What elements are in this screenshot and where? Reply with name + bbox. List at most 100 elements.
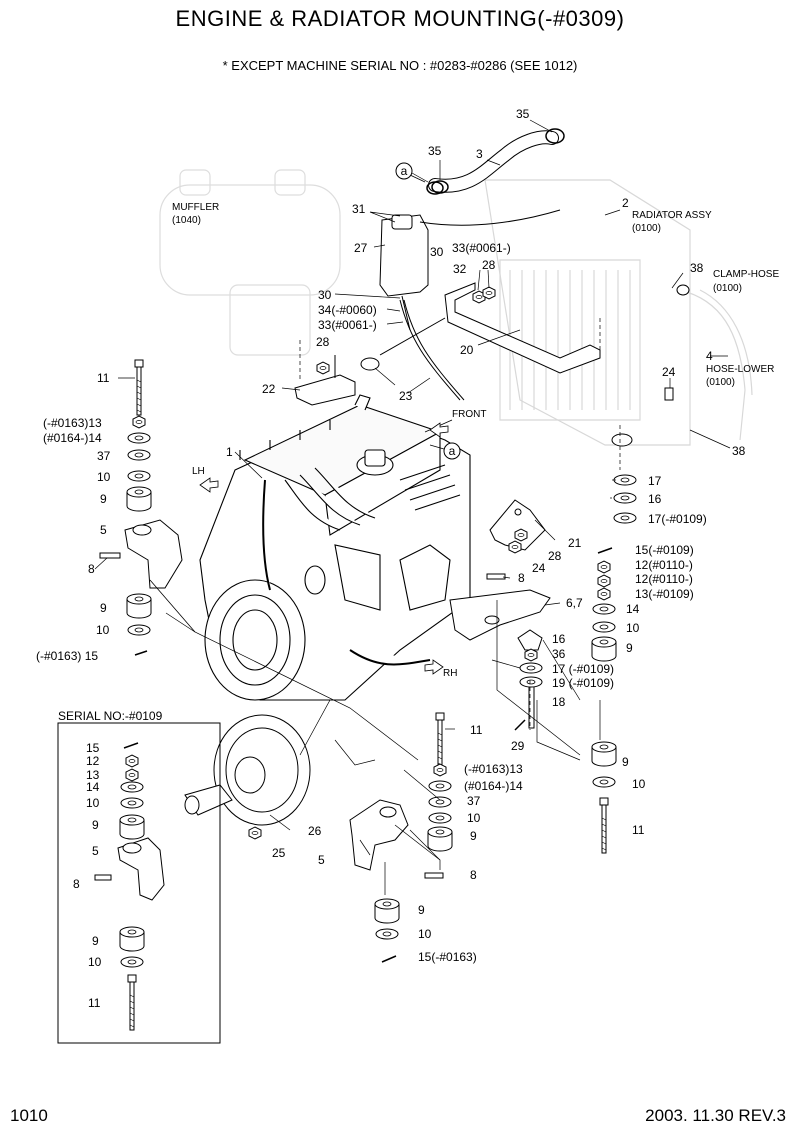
label-clamp: CLAMP-HOSE (713, 269, 779, 280)
callout-38b: 38 (732, 444, 746, 458)
inset-label-9b: 9 (92, 934, 99, 948)
callout-20: 20 (460, 343, 474, 357)
callout-19: 19 (-#0109) (552, 676, 614, 690)
label-muffler: MUFFLER (172, 202, 219, 213)
callout-26: 26 (308, 824, 322, 838)
callout-5b: 5 (318, 853, 325, 867)
callout-11c: 11 (632, 823, 645, 837)
callout-35a: 35 (516, 107, 530, 121)
label-front: FRONT (452, 409, 486, 420)
engine-bracket-67 (449, 589, 551, 641)
callout-33a: 33(#0061-) (452, 241, 511, 255)
callout-9d: 9 (622, 755, 629, 769)
callout-11a: 11 (97, 371, 110, 385)
upper-hose (426, 128, 565, 195)
callout-37a: 37 (97, 449, 111, 463)
direction-arrows (199, 422, 449, 675)
callout-12b: 12(#0110-) (635, 572, 693, 586)
radiator-outline (484, 179, 753, 446)
callout-67: 6,7 (566, 596, 583, 610)
bracket-20 (444, 282, 601, 374)
callout-14a: (#0164-)14 (43, 431, 102, 445)
svg-text:a: a (449, 444, 456, 458)
callout-17a: 17 (648, 474, 662, 488)
inset-label-12: 12 (86, 754, 100, 768)
label-rh: RH (443, 668, 457, 679)
page-number: 1010 (10, 1106, 48, 1125)
callout-10c: 10 (626, 621, 640, 635)
label-radiator: RADIATOR ASSY (632, 210, 712, 221)
callout-12a: 12(#0110-) (635, 558, 693, 572)
reference-marker-a: a a (395, 162, 461, 460)
callout-23: 23 (399, 389, 413, 403)
callout-28c: 28 (548, 549, 562, 563)
callout-4: 4 (706, 349, 713, 363)
callout-24b: 24 (532, 561, 546, 575)
callout-11b: 11 (470, 723, 483, 737)
page-title: ENGINE & RADIATOR MOUNTING(-#0309) (175, 6, 625, 31)
label-hose-ref: (0100) (706, 377, 735, 388)
label-lh: LH (192, 466, 205, 477)
callout-5a: 5 (100, 523, 107, 537)
callout-8c: 8 (470, 868, 477, 882)
leader-lines (94, 119, 731, 895)
callout-13a: (-#0163)13 (43, 416, 102, 430)
callout-28a: 28 (482, 258, 496, 272)
inset-label-5: 5 (92, 844, 99, 858)
callout-10e: 10 (467, 811, 481, 825)
inset-labels: SERIAL NO:-#0109 15 12 13 14 10 9 5 8 9 … (58, 709, 163, 1010)
callout-10b: 10 (96, 623, 110, 637)
lower-right-stack (591, 741, 617, 854)
bracket-22 (294, 355, 356, 406)
callout-1: 1 (226, 445, 233, 459)
callout-28b: 28 (316, 335, 330, 349)
label-muffler-ref: (1040) (172, 215, 201, 226)
callout-21: 21 (568, 536, 582, 550)
callout-32: 32 (453, 262, 467, 276)
callout-25: 25 (272, 846, 286, 860)
serial-inset (57, 722, 221, 1044)
label-radiator-ref: (0100) (632, 223, 661, 234)
callout-9a: 9 (100, 492, 107, 506)
callout-16b: 16 (552, 632, 566, 646)
small-fasteners (248, 180, 690, 840)
callout-31: 31 (352, 202, 366, 216)
bracket-21 (489, 499, 546, 551)
inset-label-14: 14 (86, 780, 100, 794)
callout-15a: 15(-#0109) (635, 543, 694, 557)
callout-29: 29 (511, 739, 525, 753)
callout-22: 22 (262, 382, 276, 396)
callout-35b: 35 (428, 144, 442, 158)
callout-37b: 37 (467, 794, 481, 808)
callout-10a: 10 (97, 470, 111, 484)
callout-38a: 38 (690, 261, 704, 275)
inset-label-10b: 10 (88, 955, 102, 969)
callout-36: 36 (552, 647, 566, 661)
callout-2: 2 (622, 196, 629, 210)
callout-3: 3 (476, 147, 483, 161)
inset-label-13: 13 (86, 768, 100, 782)
callout-10d: 10 (632, 777, 646, 791)
callout-8b: 8 (518, 571, 525, 585)
callout-13c: (-#0163)13 (464, 762, 523, 776)
callout-17b: 17(-#0109) (648, 512, 707, 526)
flywheel-cover (184, 714, 311, 826)
callout-8a: 8 (88, 562, 95, 576)
inset-label-8: 8 (73, 877, 80, 891)
callout-16a: 16 (648, 492, 662, 506)
reservoir-tank (379, 214, 429, 331)
revision-date: 2003. 11.30 REV.3 (645, 1106, 786, 1125)
callout-9f: 9 (418, 903, 425, 917)
engine-body (199, 394, 471, 701)
callout-labels: 35 35 3 2 RADIATOR ASSY (0100) MUFFLER (… (36, 107, 779, 964)
label-clamp-ref: (0100) (713, 283, 742, 294)
label-hose: HOSE-LOWER (706, 364, 774, 375)
callout-27: 27 (354, 241, 368, 255)
callout-30a: 30 (430, 245, 444, 259)
callout-34: 34(-#0060) (318, 303, 377, 317)
left-mount-stack (99, 359, 196, 656)
callout-9e: 9 (470, 829, 477, 843)
muffler-outline (159, 169, 341, 356)
svg-text:a: a (401, 164, 408, 178)
callout-17c: 17 (-#0109) (552, 662, 614, 676)
